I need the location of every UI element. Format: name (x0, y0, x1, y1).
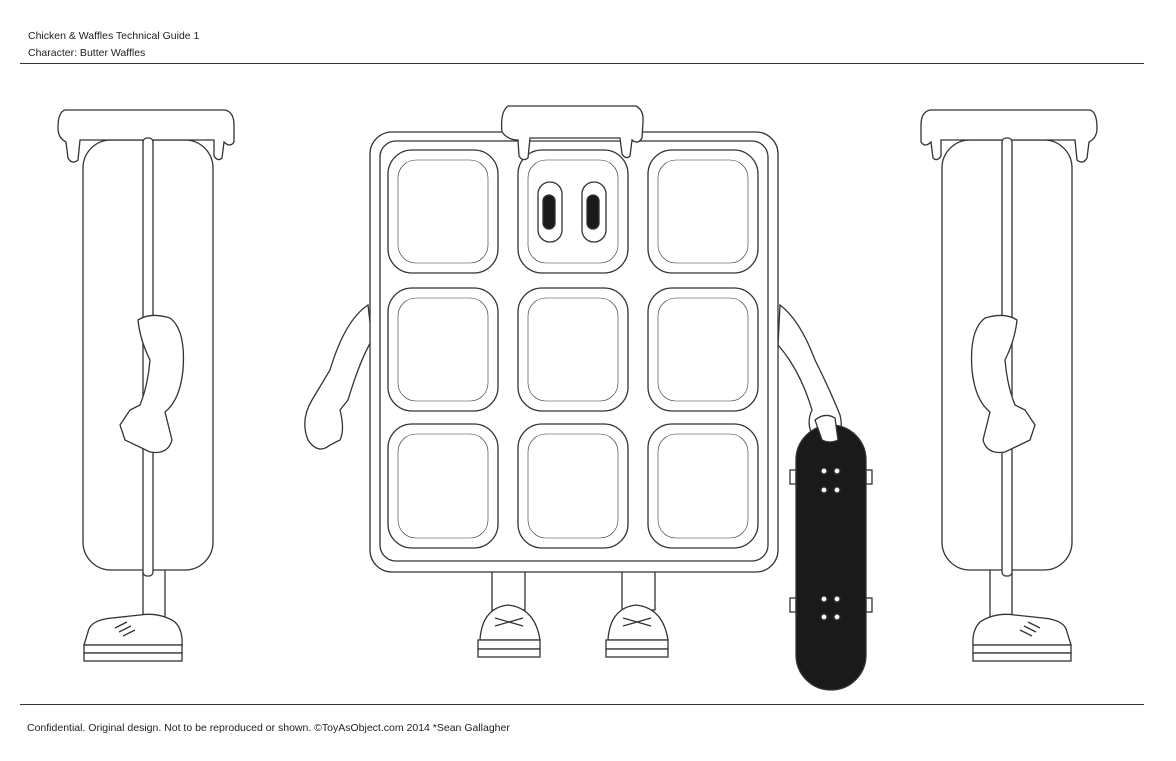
side-view-right (920, 109, 1098, 662)
header-divider (20, 63, 1144, 64)
skateboard (789, 414, 873, 691)
side-view-left (57, 109, 235, 662)
right-shoe (605, 604, 669, 658)
eyes (537, 181, 607, 243)
waffle-grid (387, 149, 759, 549)
character-name: Character: Butter Waffles (28, 47, 146, 59)
document-title: Chicken & Waffles Technical Guide 1 (28, 30, 200, 42)
left-arm (304, 303, 373, 450)
footer-notice: Confidential. Original design. Not to be… (27, 722, 510, 734)
butter-pat (500, 105, 644, 161)
front-view (304, 105, 873, 691)
footer-divider (20, 704, 1144, 705)
left-shoe (477, 604, 541, 658)
